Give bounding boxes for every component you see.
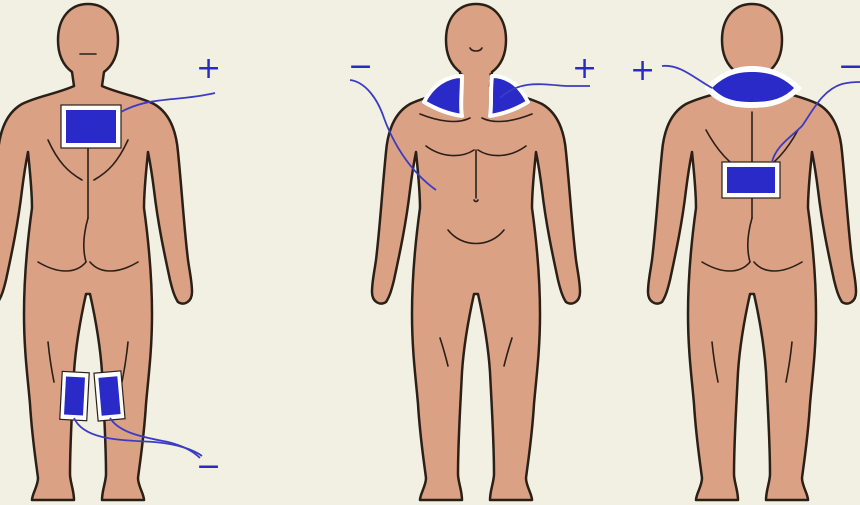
- negative-polarity-label: −: [838, 49, 860, 84]
- figure-2-front-view: − +: [348, 4, 597, 500]
- electrode-right-calf: [94, 371, 125, 421]
- negative-polarity-label: −: [196, 449, 221, 484]
- positive-polarity-label: +: [196, 51, 221, 86]
- electrode-left-calf: [60, 371, 89, 420]
- figure-1-back-view: + −: [0, 4, 221, 500]
- negative-polarity-label: −: [348, 49, 373, 84]
- body-silhouette: [0, 4, 192, 500]
- body-silhouette: [372, 4, 580, 500]
- electrode-mid-back: [722, 162, 780, 198]
- electrode-upper-back: [61, 105, 121, 148]
- figure-3-back-view: + −: [630, 4, 860, 500]
- positive-polarity-label: +: [630, 53, 655, 88]
- positive-polarity-label: +: [572, 51, 597, 86]
